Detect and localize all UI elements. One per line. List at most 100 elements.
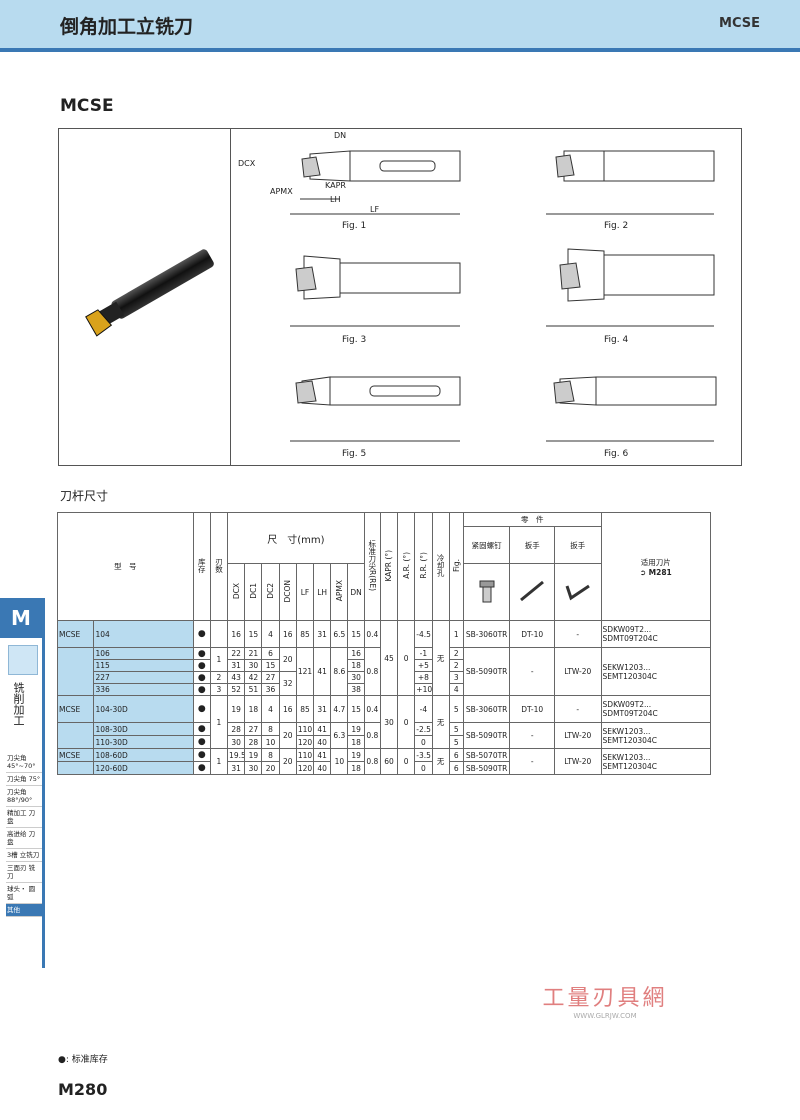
table-row: MCSE 104-30D ● 1 19 18 4 16 85 31 4.7 15… [56, 695, 712, 749]
th-insert-ref: ➲ M281 [639, 567, 672, 577]
sidebar-item[interactable]: 刀尖角 45°~70° [6, 752, 42, 773]
stock-cell: ● [192, 735, 211, 749]
screw-cell: SB-5090TR [462, 722, 511, 749]
fig-cell: 3 [448, 671, 464, 684]
insert-line2: SDMT09T204C [602, 709, 658, 718]
th-re: 标准刀尖R(RE) [367, 539, 377, 591]
fig-cell: 6 [448, 748, 464, 762]
insert-line2: SEMT120304C [602, 735, 657, 745]
screw-cell: SB-5070TR [462, 748, 511, 762]
th-dims: 尺 寸(mm) [227, 512, 365, 564]
apmx-cell: 6.3 [330, 722, 349, 749]
th-model: 型 号 [57, 512, 194, 621]
code-cell: 110-30D [93, 735, 194, 749]
fig-cell: 5 [448, 695, 464, 723]
sidebar-item[interactable]: 精加工 刀盘 [6, 807, 42, 828]
insert-cell: SDKW09T2...SDMT09T204C [600, 620, 712, 648]
hex-wrench-icon [553, 563, 602, 621]
fig3-label: Fig. 3 [342, 335, 367, 345]
rr-cell: -3.5 [414, 748, 433, 762]
wrench2-cell: - [553, 695, 602, 723]
dcon-cell: 16 [278, 695, 297, 723]
insert-line1: SDKW09T2... [602, 625, 652, 634]
page-number: M280 [58, 1080, 108, 1099]
dc1-cell: 18 [244, 695, 263, 723]
kapr-cell: 45 [379, 620, 399, 696]
ar-cell: 0 [397, 748, 416, 775]
legend-note: ●: 标准库存 [58, 1055, 108, 1065]
wrench2-cell: LTW-20 [553, 647, 602, 696]
sidebar-item[interactable]: 3槽 立铣刀 [6, 849, 42, 862]
lh-cell: 40 [313, 761, 332, 775]
sidebar-item-active[interactable]: 其他 [6, 904, 42, 917]
stock-cell: ● [192, 722, 211, 736]
th-teeth: 刃数 [214, 558, 224, 573]
figure-1: Fig. 1 DCX DN APMX KAPR LH LF [230, 129, 486, 241]
th-insert: 适用刀片 ➲ M281 [600, 512, 712, 621]
dcx-cell: 52 [227, 683, 246, 696]
section-title: MCSE [60, 96, 114, 116]
insert-line2: SDMT09T204C [602, 634, 658, 643]
th-ar: A.R. (°) [401, 552, 411, 579]
fig-cell: 2 [448, 659, 464, 672]
apmx-cell: 4.7 [330, 695, 349, 723]
wrench2-cell: LTW-20 [553, 748, 602, 775]
th-screw: 紧固螺钉 [462, 526, 511, 564]
teeth-cell: 3 [209, 683, 229, 696]
sidebar-accent-line [42, 598, 45, 968]
dcon-cell: 16 [278, 620, 297, 648]
wrench1-cell: DT-10 [509, 695, 555, 723]
sidebar-item[interactable]: 刀尖角 88°/90° [6, 786, 42, 807]
rr-cell: -4 [414, 695, 433, 723]
th-lh: LH [313, 563, 332, 621]
teeth-cell: 1 [209, 748, 229, 775]
insert-line2: SEMT120304C [602, 671, 657, 681]
re-cell: 0.8 [363, 722, 381, 749]
th-lf: LF [295, 563, 315, 621]
insert-cell: SDKW09T2...SDMT09T204C [600, 695, 712, 723]
rr-cell: -2.5 [414, 722, 433, 736]
sidebar-item[interactable]: 球头・ 圆弧 [6, 883, 42, 904]
fig4-drawing [546, 248, 715, 327]
sidebar-item[interactable]: 高进给 刀盘 [6, 828, 42, 849]
sidebar-item[interactable]: 刀尖角 75° [6, 773, 42, 786]
wrench2-cell: LTW-20 [553, 722, 602, 749]
stock-cell: ● [192, 695, 211, 723]
insert-cell: SEKW1203...SEMT120304C [600, 722, 712, 749]
dn-cell: 15 [347, 620, 365, 648]
table-title: 刀杆尺寸 [60, 489, 109, 503]
dc2-cell: 4 [261, 695, 280, 723]
fig-cell: 5 [448, 735, 464, 749]
teeth-cell: 2 [209, 671, 229, 684]
coolant-cell: 无 [431, 620, 450, 696]
code-cell: 104 [93, 620, 194, 648]
teeth-cell: 1 [209, 695, 229, 749]
dc1-cell: 30 [244, 761, 263, 775]
insert-cell: SEKW1203...SEMT120304C [600, 748, 712, 775]
sidebar-chapter-tab[interactable]: M [0, 598, 42, 638]
lf-cell: 120 [295, 735, 315, 749]
stock-cell: ● [192, 748, 211, 762]
ar-cell: 0 [397, 695, 416, 749]
dn-cell: 18 [347, 735, 365, 749]
figure-2: Fig. 2 [486, 129, 742, 241]
page-header: 倒角加工立铣刀 MCSE [0, 0, 800, 52]
fig-cell: 5 [448, 722, 464, 736]
fig-cell: 1 [448, 620, 464, 648]
insert-ref-code: M281 [648, 567, 672, 577]
page-title: 倒角加工立铣刀 [60, 16, 194, 38]
sidebar-item[interactable]: 三面刃 铣刀 [6, 862, 42, 883]
fig5-label: Fig. 5 [342, 449, 367, 459]
fig4-label: Fig. 4 [604, 335, 629, 345]
dcx-cell: 16 [227, 620, 246, 648]
lf-cell: 85 [295, 620, 315, 648]
dcx-cell: 19.5 [227, 748, 246, 762]
end-mill-photo [85, 249, 214, 337]
apmx-cell: 6.5 [330, 620, 349, 648]
kapr-cell: 30 [379, 695, 399, 749]
rr-cell: -4.5 [414, 620, 433, 648]
dc1-cell: 51 [244, 683, 263, 696]
insert-line2: SEMT120304C [602, 761, 657, 771]
lf-cell: 121 [295, 647, 315, 696]
fig2-label: Fig. 2 [604, 221, 629, 231]
